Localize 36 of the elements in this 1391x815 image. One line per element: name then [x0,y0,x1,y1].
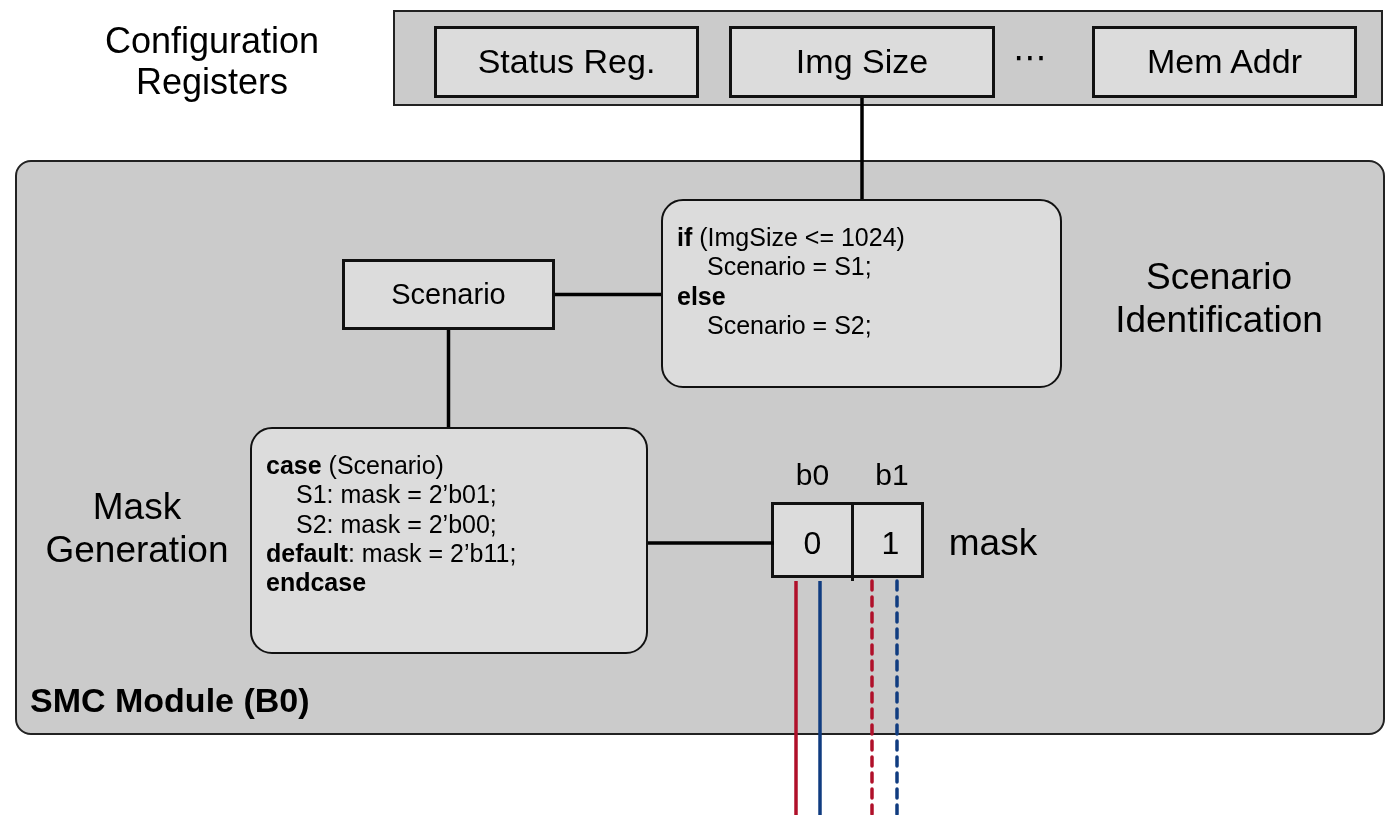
register-cell [1092,26,1357,98]
code-line: default: mask = 2’b11; [266,538,517,568]
code-line: S2: mask = 2’b00; [296,509,497,539]
section-label: Scenario Identification [1114,255,1324,342]
connector-line [555,292,661,297]
register-name: mask [947,520,1039,565]
panel-heading: SMC Module (B0) [30,680,311,722]
signal-line [794,581,798,815]
connector-line [446,330,451,427]
bit-label: b1 [874,457,910,494]
ellipsis-text: ⋯ [1012,37,1048,79]
panel-heading: Configuration Registers [103,18,321,104]
connector-line [860,98,864,199]
connector-line [648,541,774,545]
signal-line [895,579,899,815]
cell-text: Mem Addr [1147,42,1302,82]
cell-text: Scenario [391,277,506,312]
code-line: if (ImgSize <= 1024) [677,223,905,253]
cell-text: 1 [881,524,900,562]
code-line: Scenario = S2; [707,310,872,340]
cell-text: Img Size [795,42,929,82]
code-line: endcase [266,568,367,598]
signal-line [870,579,874,815]
cell-text: Status Reg. [477,42,656,82]
code-line: S1: mask = 2’b01; [296,480,497,510]
signal-line [818,581,822,815]
register-cell [434,26,699,98]
signal-box [342,259,555,330]
module-panel [15,160,1385,735]
bit-label: b0 [794,457,831,494]
cell-text: 0 [803,524,822,562]
code-line: Scenario = S1; [707,252,872,282]
code-line: case (Scenario) [266,451,444,481]
section-label: Mask Generation [44,484,230,572]
register-cell [729,26,995,98]
code-line: else [677,281,726,311]
